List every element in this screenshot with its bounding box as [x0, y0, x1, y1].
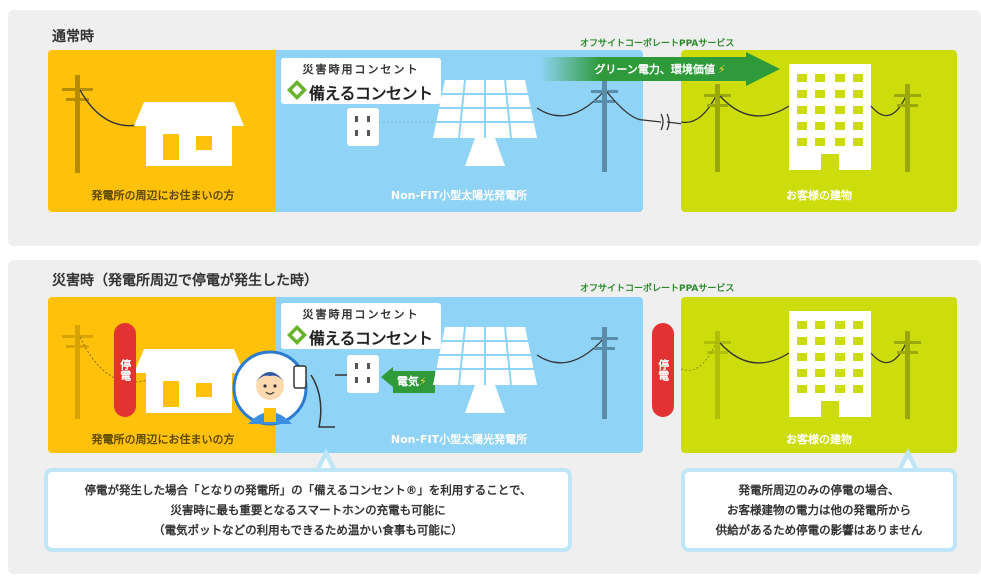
house-and-pole-illustration [62, 75, 244, 173]
electricity-badge: 電気⚡ [397, 373, 427, 389]
callout-right-line-2: お客様建物の電力は他の発電所から [727, 503, 911, 517]
disaster-customer-zone: お客様の建物 [681, 297, 957, 453]
normal-customer-label: お客様の建物 [786, 189, 852, 202]
sonaeru-consent-logo: 災害時用コンセント 備えるコンセント [281, 58, 441, 104]
house-outage-illustration [62, 325, 244, 419]
logo-main-text: 備えるコンセント [309, 329, 433, 348]
electricity-arrow [381, 367, 435, 393]
green-arrow-label: グリーン電力、環境価値⚡ [580, 52, 740, 86]
outage-label: 停電 [656, 359, 670, 381]
outage-badge-left: 停電 [114, 323, 136, 417]
disaster-house-label: 発電所の周辺にお住まいの方 [91, 433, 235, 446]
green-arrow-shape [540, 52, 780, 86]
normal-ppa-label: オフサイトコーポレートPPAサービス [580, 39, 735, 49]
callout-right-line-1: 発電所周辺のみの停電の場合、 [738, 483, 900, 497]
callout-left: 停電が発生した場合「となりの発電所」の「備えるコンセント®」を利用することで、 … [44, 468, 572, 552]
callout-left-line-2: 災害時に最も重要となるスマートホンの充電も可能に [170, 503, 446, 517]
green-arrow-text: グリーン電力、環境価値 [594, 63, 715, 76]
normal-plant-label: Non-FIT小型太陽光発電所 [390, 189, 528, 202]
callout-right: 発電所周辺のみの停電の場合、 お客様建物の電力は他の発電所から 供給があるため停… [681, 468, 957, 552]
lightning-icon: ⚡ [419, 375, 427, 388]
disaster-customer-label: お客様の建物 [786, 433, 852, 446]
normal-house-zone: 発電所の周辺にお住まいの方 [48, 50, 278, 212]
callout-left-line-1: 停電が発生した場合「となりの発電所」の「備えるコンセント®」を利用することで、 [84, 483, 532, 497]
logo-mark-icon [287, 325, 307, 345]
utility-pole-icon [704, 84, 731, 172]
outlet-icon [347, 108, 379, 146]
office-building-icon [789, 64, 871, 170]
lightning-icon: ⚡ [717, 62, 726, 76]
outage-badge-right: 停電 [652, 323, 674, 417]
solar-plant-illustration [347, 79, 643, 172]
utility-pole-icon [894, 331, 921, 419]
utility-pole-icon [62, 325, 93, 419]
solar-panel-icon [433, 326, 537, 413]
disaster-plant-label: Non-FIT小型太陽光発電所 [390, 433, 528, 446]
outlet-icon [347, 355, 379, 393]
logo-subtitle: 災害時用コンセント [302, 308, 420, 321]
logo-main-text: 備えるコンセント [309, 84, 433, 103]
utility-pole-icon [704, 331, 731, 419]
wire-break-mark [643, 113, 684, 131]
disaster-ppa-label: オフサイトコーポレートPPAサービス [580, 284, 735, 294]
normal-house-label: 発電所の周辺にお住まいの方 [91, 189, 235, 202]
normal-customer-zone: お客様の建物 [681, 50, 957, 212]
normal-plant-zone: 災害時用コンセント 備えるコンセント Non-FIT小型太陽光発電所 [275, 50, 643, 212]
callout-left-line-3: （電気ポットなどの利用もできるため温かい食事も可能に） [153, 523, 463, 537]
outage-label: 停電 [118, 359, 132, 381]
solar-panel-icon [433, 79, 537, 166]
disaster-title: 災害時（発電所周辺で停電が発生した時） [52, 273, 318, 289]
normal-title: 通常時 [52, 29, 94, 45]
customer-building-illustration [681, 311, 921, 419]
utility-pole-icon [62, 75, 93, 173]
logo-mark-icon [287, 80, 307, 100]
electricity-label: 電気 [397, 375, 419, 388]
utility-pole-icon [591, 327, 618, 419]
disaster-plant-zone: 電気⚡ 災害時用コンセント 備えるコンセント Non-FIT小型太陽光発電所 [275, 297, 643, 453]
sonaeru-consent-logo: 災害時用コンセント 備えるコンセント [281, 303, 441, 349]
house-icon [134, 349, 244, 413]
green-power-arrow: グリーン電力、環境価値⚡ [540, 52, 780, 86]
person-with-smartphone-illustration [232, 350, 308, 426]
customer-building-illustration [681, 64, 921, 172]
logo-subtitle: 災害時用コンセント [302, 63, 420, 76]
utility-pole-icon [591, 80, 618, 172]
solar-plant-illustration [310, 326, 618, 428]
house-icon [134, 102, 244, 166]
office-building-icon [789, 311, 871, 417]
callout-right-line-3: 供給があるため停電の影響はありません [715, 523, 923, 537]
utility-pole-icon [894, 84, 921, 172]
